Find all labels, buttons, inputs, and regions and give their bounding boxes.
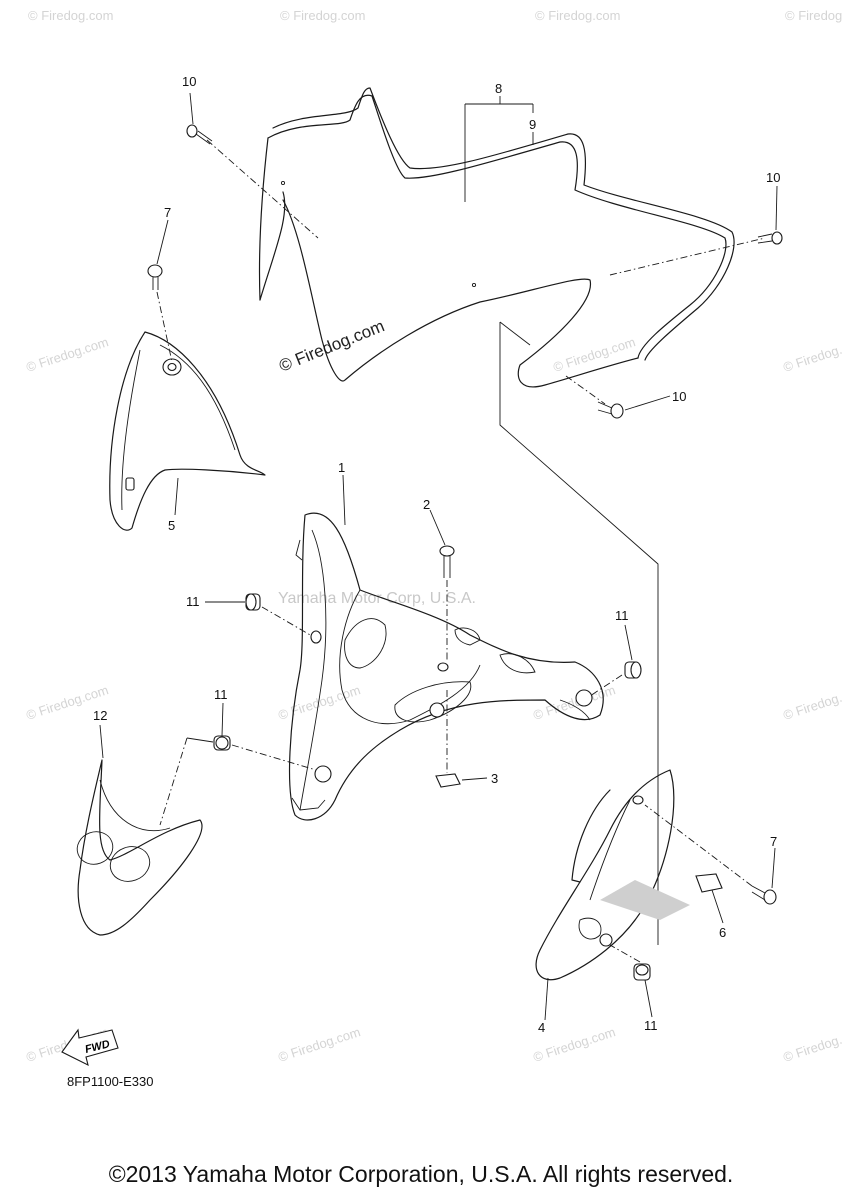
- grommet-11-right: [624, 661, 642, 679]
- watermark-text: © Firedog.com: [531, 682, 617, 723]
- fwd-arrow-icon: FWD: [61, 1028, 119, 1067]
- callout-10: 10: [672, 389, 686, 404]
- leader-line: [186, 737, 214, 743]
- part-1-front-cowl: [288, 512, 604, 821]
- callout-10: 10: [182, 74, 196, 89]
- windshield: [258, 87, 735, 388]
- callout-7: 7: [770, 834, 777, 849]
- assembly-guide-line: [499, 321, 531, 346]
- callout-1: 1: [338, 460, 345, 475]
- diagram-code: 8FP1100-E330: [67, 1074, 154, 1089]
- callout-12: 12: [93, 708, 107, 723]
- watermark-text: © Firedog.com: [280, 8, 365, 23]
- callout-3: 3: [491, 771, 498, 786]
- callout-leaders: [99, 92, 778, 1021]
- callout-8: 8: [495, 81, 502, 96]
- callout-7: 7: [164, 205, 171, 220]
- grommet-11-bottom: [633, 963, 651, 981]
- leader-line: [156, 291, 173, 363]
- callout-11: 11: [615, 608, 629, 623]
- part-4-right-panel: [535, 769, 690, 981]
- callout-2: 2: [423, 497, 430, 512]
- leader-line: [609, 237, 766, 276]
- callout-labels: 10 10 10 8 9 7 5 1 2 11 11 11 12 3 7 6 4…: [93, 74, 780, 1035]
- leader-line: [609, 944, 641, 963]
- watermark-text: © Firedog.com: [24, 334, 110, 375]
- leader-line: [206, 139, 319, 239]
- clip-6: [695, 873, 723, 893]
- screw-2: [439, 545, 455, 578]
- watermark-text: © Firedog.com: [276, 682, 362, 723]
- watermark-text: © Firedog.com: [781, 682, 842, 723]
- leader-line: [565, 375, 606, 405]
- leader-line: [159, 737, 188, 826]
- watermark-text: © Firedog.com: [785, 8, 842, 23]
- screw-10-bottom: [597, 401, 624, 419]
- callout-11: 11: [186, 594, 200, 609]
- callout-11: 11: [214, 687, 228, 702]
- watermark-layer: © Firedog.com © Firedog.com © Firedog.co…: [24, 8, 842, 1065]
- grommet-11-mid: [213, 735, 231, 751]
- callout-5: 5: [168, 518, 175, 533]
- callout-9: 9: [529, 117, 536, 132]
- watermark-maker: Yamaha Motor Corp, U.S.A.: [278, 590, 476, 607]
- watermark-text: © Firedog.com: [276, 1024, 362, 1065]
- watermark-text: © Firedog.com: [535, 8, 620, 23]
- watermark-text: © Firedog.com: [551, 334, 637, 375]
- leader-line: [644, 804, 753, 887]
- callout-6: 6: [719, 925, 726, 940]
- callout-10: 10: [766, 170, 780, 185]
- callout-11: 11: [644, 1018, 658, 1033]
- leader-line: [261, 606, 313, 637]
- fwd-label: FWD: [84, 1038, 111, 1056]
- watermark-text: © Firedog.com: [28, 8, 113, 23]
- part-5-left-cover: [109, 331, 266, 531]
- bolt-7-right: [751, 885, 777, 905]
- part-12-left-panel: [76, 759, 203, 936]
- nut-3: [435, 773, 461, 788]
- screw-10-top-left: [186, 124, 213, 145]
- leader-line: [231, 744, 317, 771]
- bolt-7-top: [147, 264, 163, 290]
- leader-line: [589, 674, 623, 697]
- callout-bracket-8-9: [464, 96, 534, 202]
- assembly-guide-line: [499, 322, 659, 945]
- copyright-notice: ©2013 Yamaha Motor Corporation, U.S.A. A…: [108, 1161, 734, 1187]
- screw-10-right: [757, 231, 783, 245]
- watermark-text: © Firedog.com: [781, 1024, 842, 1065]
- watermark-text: © Firedog.com: [781, 334, 842, 375]
- grommet-11-left: [245, 593, 261, 611]
- callout-4: 4: [538, 1020, 545, 1035]
